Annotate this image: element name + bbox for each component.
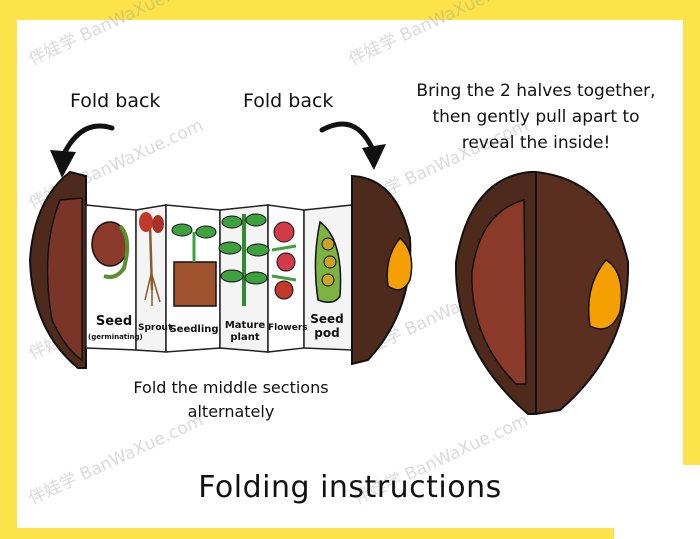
sprout-drawing bbox=[139, 212, 164, 306]
flowers-drawing bbox=[271, 221, 297, 300]
page-title: Folding instructions bbox=[198, 470, 502, 505]
seedling-drawing bbox=[171, 223, 217, 307]
fold-back-label-right: Fold back bbox=[243, 90, 334, 112]
seed-half-right bbox=[351, 174, 413, 366]
fold-back-label-left: Fold back bbox=[70, 90, 161, 112]
panel-label-flowers: Flowers bbox=[268, 323, 308, 333]
panel-label-sprout: Sprout bbox=[138, 323, 173, 333]
mature-plant-drawing bbox=[218, 213, 270, 306]
panel-label-seed: Seed bbox=[95, 314, 133, 329]
seed-pod-drawing bbox=[314, 220, 342, 303]
closed-seed bbox=[454, 170, 630, 416]
bring-together-instruction: Bring the 2 halves together, then gently… bbox=[416, 81, 656, 153]
panel-label-seedling: Seedling bbox=[169, 324, 219, 335]
panel-label-seed-pod: Seed pod bbox=[310, 312, 344, 340]
fold-arrow-right bbox=[319, 121, 386, 170]
germinating-seed-drawing bbox=[91, 221, 130, 279]
panel-label-germinating: (germinating) bbox=[88, 333, 143, 341]
fold-arrow-left bbox=[50, 123, 115, 178]
panel-label-mature-plant: Mature plant bbox=[224, 320, 266, 343]
fold-middle-instruction: Fold the middle sections alternately bbox=[133, 378, 329, 421]
corner-notch bbox=[614, 465, 700, 539]
seed-half-left bbox=[28, 170, 87, 369]
